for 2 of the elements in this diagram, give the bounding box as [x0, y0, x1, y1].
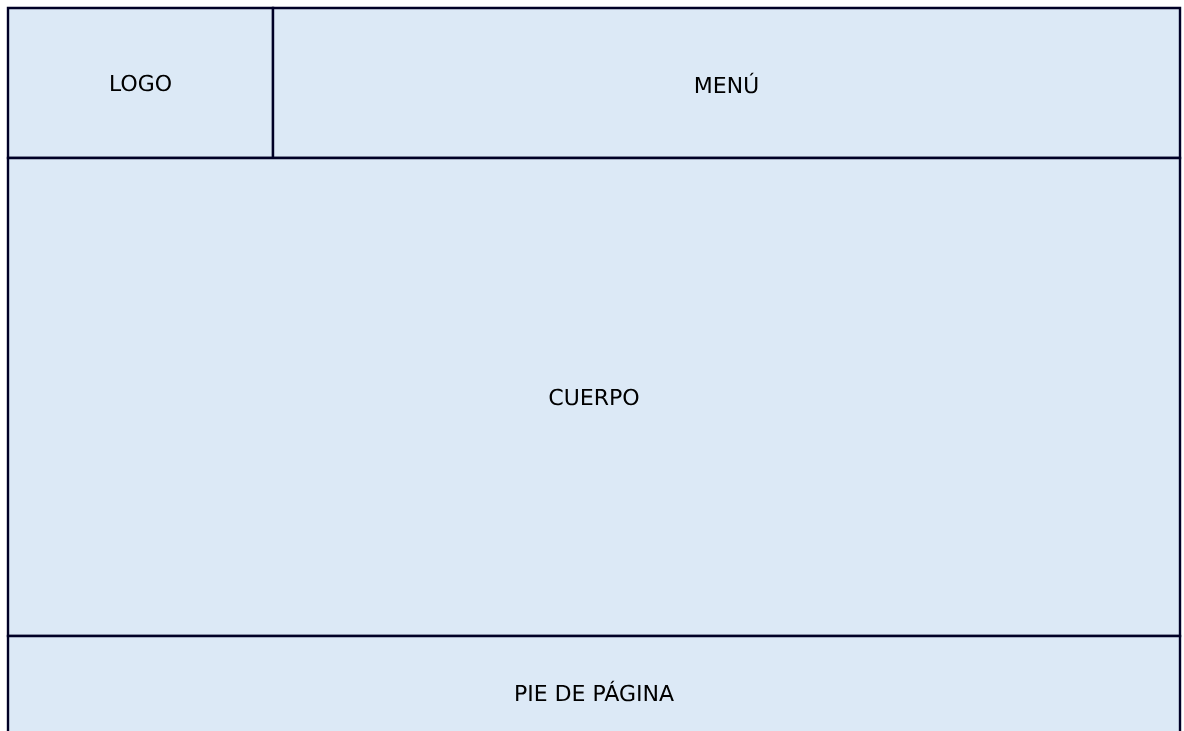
footer-box: PIE DE PÁGINA	[6, 634, 1182, 731]
header-box: LOGO	[6, 6, 275, 160]
